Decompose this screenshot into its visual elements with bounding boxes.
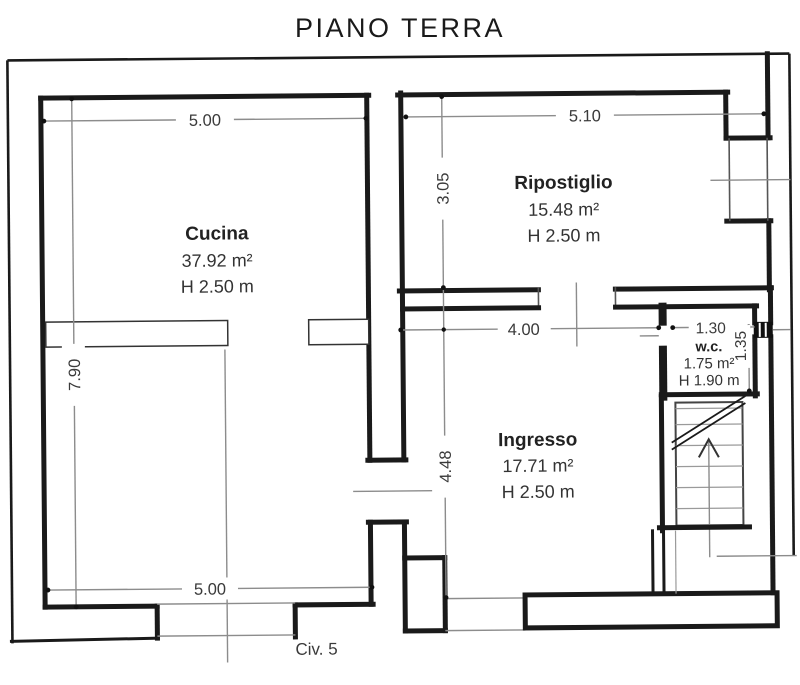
room-area-ingresso: 17.71 m² [502, 455, 573, 476]
cucina-counters [44, 318, 370, 348]
room-area-wc: 1.75 m² [684, 355, 735, 372]
dimension-dots [41, 94, 767, 610]
dim-cucina-height: 7.90 [66, 359, 84, 391]
room-name-cucina: Cucina [185, 223, 249, 245]
room-name-wc: w.c. [694, 339, 722, 355]
label-knockouts [61, 103, 752, 600]
dim-ingresso-width: 4.00 [508, 321, 540, 339]
room-height-wc: H 1.90 m [679, 372, 740, 390]
wc-window [753, 321, 791, 338]
room-name-ripostiglio: Ripostiglio [514, 172, 612, 194]
wc-walls [639, 285, 776, 596]
dim-cucina-width-top: 5.00 [189, 112, 221, 130]
ingresso-walls [400, 303, 760, 534]
entrance-axis-line [224, 349, 229, 663]
outer-boundary [6, 52, 796, 644]
room-name-ingresso: Ingresso [498, 429, 577, 451]
entrance-threshold [157, 634, 296, 637]
ripostiglio-walls [395, 51, 774, 347]
room-height-ripostiglio: H 2.50 m [527, 225, 600, 246]
room-labels: Cucina 37.92 m² H 2.50 m Ripostiglio 15.… [181, 172, 740, 502]
dim-wc-width: 1.30 [696, 320, 727, 337]
dimension-labels: 5.00 7.90 5.10 3.05 4.00 4.48 1.30 1.35 … [66, 107, 750, 659]
plan-group: 5.00 7.90 5.10 3.05 4.00 4.48 1.30 1.35 … [6, 51, 797, 663]
dim-ripostiglio-width: 5.10 [569, 107, 601, 125]
room-area-cucina: 37.92 m² [182, 250, 253, 271]
ripostiglio-window [710, 137, 791, 222]
stair-arrow-head [697, 437, 720, 458]
street-number-label: Civ. 5 [295, 640, 337, 659]
stairs [650, 395, 797, 596]
rear-door-threshold [445, 629, 526, 632]
room-height-ingresso: H 2.50 m [502, 481, 575, 502]
passage-threshold [353, 490, 433, 493]
rear-door-threshold [445, 597, 526, 600]
partition-wall [353, 90, 526, 634]
room-area-ripostiglio: 15.48 m² [528, 199, 599, 220]
dim-cucina-width-bottom: 5.00 [194, 581, 226, 599]
dim-wc-height: 1.35 [733, 331, 750, 361]
room-height-cucina: H 2.50 m [181, 276, 254, 297]
stair-break-line [671, 402, 746, 451]
entrance-threshold [157, 602, 296, 605]
bottom-wall [522, 590, 780, 631]
dim-ingresso-height: 4.48 [437, 450, 455, 482]
cucina-walls [38, 92, 376, 641]
page-title: PIANO TERRA [295, 13, 505, 43]
dim-ripostiglio-height: 3.05 [434, 172, 452, 204]
door-axis-line [575, 282, 578, 347]
stair-break-line [671, 395, 746, 444]
landing-window-line [716, 554, 797, 557]
stair-direction-arrow [708, 440, 711, 558]
